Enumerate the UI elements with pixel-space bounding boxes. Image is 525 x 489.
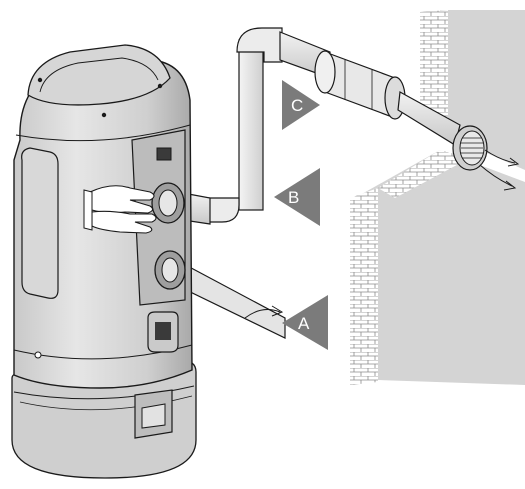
- wall-brick-edge-lower: [350, 188, 378, 385]
- callout-b-label: B: [288, 188, 299, 207]
- airflow-arrow-out-1: [484, 149, 516, 164]
- callout-a: A: [282, 295, 328, 350]
- vertical-pipe: [238, 39, 264, 211]
- wall: [350, 10, 525, 385]
- callout-a-label: A: [298, 314, 310, 333]
- callout-c-marker: [282, 80, 320, 130]
- top-cap: [27, 44, 171, 106]
- callout-b-marker: [274, 168, 320, 226]
- side-panel: [21, 147, 59, 299]
- callout-b: B: [274, 168, 320, 226]
- wall-vent-grille: [452, 125, 488, 171]
- indicator-light: [34, 351, 42, 359]
- silencer: [314, 50, 406, 120]
- wall-brick-top-lower: [378, 150, 470, 198]
- wall-brick-edge-top: [420, 10, 448, 122]
- top-elbow: [236, 27, 283, 63]
- airflow-arrow-in: [244, 309, 281, 319]
- central-vacuum-unit: [11, 44, 197, 479]
- right-hand: [91, 210, 157, 234]
- intake-hose: [177, 261, 286, 339]
- socket-opening: [155, 322, 171, 340]
- airflow-arrow-out-2: [479, 164, 513, 187]
- power-switch: [156, 147, 172, 161]
- installer-hands: [83, 185, 157, 234]
- wall-lower-face: [360, 150, 525, 385]
- callout-c: C: [282, 80, 320, 130]
- callout-a-marker: [282, 295, 328, 350]
- callout-c-label: C: [291, 96, 303, 115]
